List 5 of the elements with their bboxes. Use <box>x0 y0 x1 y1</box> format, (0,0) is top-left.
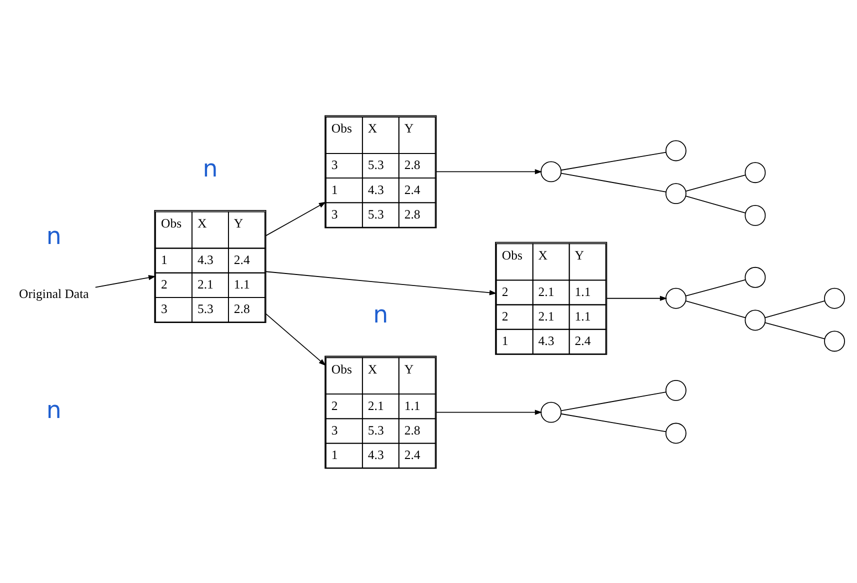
label: n <box>373 300 388 328</box>
label: n <box>202 154 218 182</box>
node-text: Original Data <box>19 286 89 301</box>
label: n <box>46 396 62 424</box>
label: n <box>46 221 62 250</box>
